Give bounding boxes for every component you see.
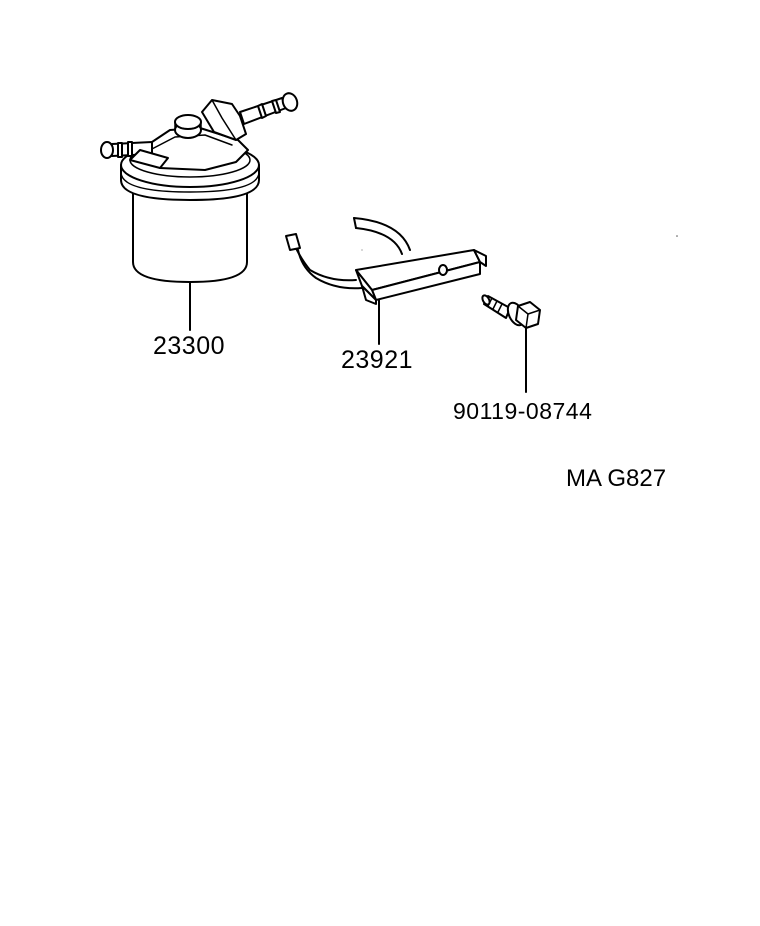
bolt-icon <box>481 294 541 329</box>
fuel-filter-icon <box>100 92 299 283</box>
diagram-reference-code: MA G827 <box>566 465 667 492</box>
part-number-23921: 23921 <box>341 346 414 374</box>
part-number-23300: 23300 <box>153 332 226 360</box>
part-number-90119-08744: 90119-08744 <box>453 398 593 424</box>
filter-bracket-icon <box>285 217 487 305</box>
